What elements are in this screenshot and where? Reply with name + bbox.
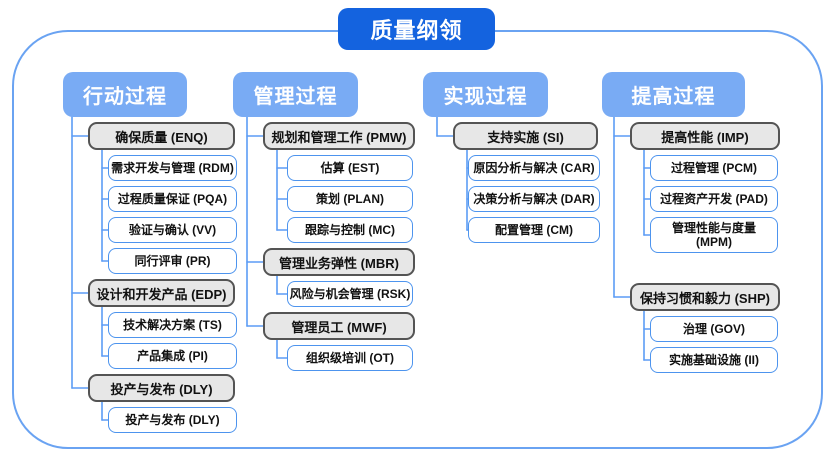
leaf-node-PCM[interactable]: 过程管理 (PCM) xyxy=(650,155,778,181)
group-block-SI: 支持实施 (SI) 原因分析与解决 (CAR) 决策分析与解决 (DAR) 配置管理 … xyxy=(423,122,643,243)
leaf-node-RDM[interactable]: 需求开发与管理 (RDM) xyxy=(108,155,237,181)
column-action-process: 行动过程确保质量 (ENQ) 需求开发与管理 (RDM) 过程质量保证 (PQA) 验… xyxy=(63,72,283,433)
leaf-node-PQA[interactable]: 过程质量保证 (PQA) xyxy=(108,186,237,212)
column-header-4[interactable]: 提高过程 xyxy=(602,72,745,117)
group-block-MWF: 管理员工 (MWF) 组织级培训 (OT) xyxy=(233,312,453,371)
leaf-node-PI[interactable]: 产品集成 (PI) xyxy=(108,343,237,369)
group-node-ENQ[interactable]: 确保质量 (ENQ) xyxy=(88,122,235,150)
group-node-DLY[interactable]: 投产与发布 (DLY) xyxy=(88,374,235,402)
column-header-2[interactable]: 管理过程 xyxy=(233,72,358,117)
leaf-list: 需求开发与管理 (RDM) 过程质量保证 (PQA) 验证与确认 (VV) 同行评审 … xyxy=(63,155,283,274)
leaf-list: 估算 (EST) 策划 (PLAN) 跟踪与控制 (MC) xyxy=(233,155,453,243)
leaf-node-PLAN[interactable]: 策划 (PLAN) xyxy=(287,186,413,212)
leaf-node-EST[interactable]: 估算 (EST) xyxy=(287,155,413,181)
leaf-node-DAR[interactable]: 决策分析与解决 (DAR) xyxy=(468,186,600,212)
leaf-node-MC[interactable]: 跟踪与控制 (MC) xyxy=(287,217,413,243)
leaf-node-TS[interactable]: 技术解决方案 (TS) xyxy=(108,312,237,338)
group-node-EDP[interactable]: 设计和开发产品 (EDP) xyxy=(88,279,235,307)
leaf-node-PR[interactable]: 同行评审 (PR) xyxy=(108,248,237,274)
leaf-node-MPM[interactable]: 管理性能与度量 (MPM) xyxy=(650,217,778,253)
leaf-node-PAD[interactable]: 过程资产开发 (PAD) xyxy=(650,186,778,212)
group-node-PMW[interactable]: 规划和管理工作 (PMW) xyxy=(263,122,415,150)
leaf-node-VV[interactable]: 验证与确认 (VV) xyxy=(108,217,237,243)
leaf-list: 投产与发布 (DLY) xyxy=(63,407,283,433)
group-block-SHP: 保持习惯和毅力 (SHP) 治理 (GOV) 实施基础设施 (II) xyxy=(602,283,822,373)
diagram-title-node[interactable]: 质量纲领 xyxy=(338,8,495,50)
group-block-DLY: 投产与发布 (DLY) 投产与发布 (DLY) xyxy=(63,374,283,433)
group-block-IMP: 提高性能 (IMP) 过程管理 (PCM) 过程资产开发 (PAD) 管理性能与度量 … xyxy=(602,122,822,253)
column-improvement-process: 提高过程提高性能 (IMP) 过程管理 (PCM) 过程资产开发 (PAD) 管理性能… xyxy=(602,72,822,373)
leaf-node-CM[interactable]: 配置管理 (CM) xyxy=(468,217,600,243)
leaf-list: 过程管理 (PCM) 过程资产开发 (PAD) 管理性能与度量 (MPM) xyxy=(602,155,822,253)
group-node-IMP[interactable]: 提高性能 (IMP) xyxy=(630,122,780,150)
group-block-EDP: 设计和开发产品 (EDP) 技术解决方案 (TS) 产品集成 (PI) xyxy=(63,279,283,369)
group-node-MWF[interactable]: 管理员工 (MWF) xyxy=(263,312,415,340)
group-block-MBR: 管理业务弹性 (MBR) 风险与机会管理 (RSK) xyxy=(233,248,453,307)
group-node-SHP[interactable]: 保持习惯和毅力 (SHP) xyxy=(630,283,780,311)
leaf-node-II[interactable]: 实施基础设施 (II) xyxy=(650,347,778,373)
leaf-list: 组织级培训 (OT) xyxy=(233,345,453,371)
column-header-1[interactable]: 行动过程 xyxy=(63,72,187,117)
leaf-node-RSK[interactable]: 风险与机会管理 (RSK) xyxy=(287,281,413,307)
column-management-process: 管理过程规划和管理工作 (PMW) 估算 (EST) 策划 (PLAN) 跟踪与控制 … xyxy=(233,72,453,371)
column-realization-process: 实现过程支持实施 (SI) 原因分析与解决 (CAR) 决策分析与解决 (DAR) 配… xyxy=(423,72,643,243)
group-block-ENQ: 确保质量 (ENQ) 需求开发与管理 (RDM) 过程质量保证 (PQA) 验证与确认… xyxy=(63,122,283,274)
group-node-SI[interactable]: 支持实施 (SI) xyxy=(453,122,598,150)
leaf-node-CAR[interactable]: 原因分析与解决 (CAR) xyxy=(468,155,600,181)
leaf-list: 风险与机会管理 (RSK) xyxy=(233,281,453,307)
column-header-3[interactable]: 实现过程 xyxy=(423,72,548,117)
leaf-node-GOV[interactable]: 治理 (GOV) xyxy=(650,316,778,342)
group-block-PMW: 规划和管理工作 (PMW) 估算 (EST) 策划 (PLAN) 跟踪与控制 (MC) xyxy=(233,122,453,243)
leaf-list: 原因分析与解决 (CAR) 决策分析与解决 (DAR) 配置管理 (CM) xyxy=(423,155,643,243)
leaf-node-OT[interactable]: 组织级培训 (OT) xyxy=(287,345,413,371)
group-node-MBR[interactable]: 管理业务弹性 (MBR) xyxy=(263,248,415,276)
leaf-node-DLY2[interactable]: 投产与发布 (DLY) xyxy=(108,407,237,433)
leaf-list: 治理 (GOV) 实施基础设施 (II) xyxy=(602,316,822,373)
leaf-list: 技术解决方案 (TS) 产品集成 (PI) xyxy=(63,312,283,369)
